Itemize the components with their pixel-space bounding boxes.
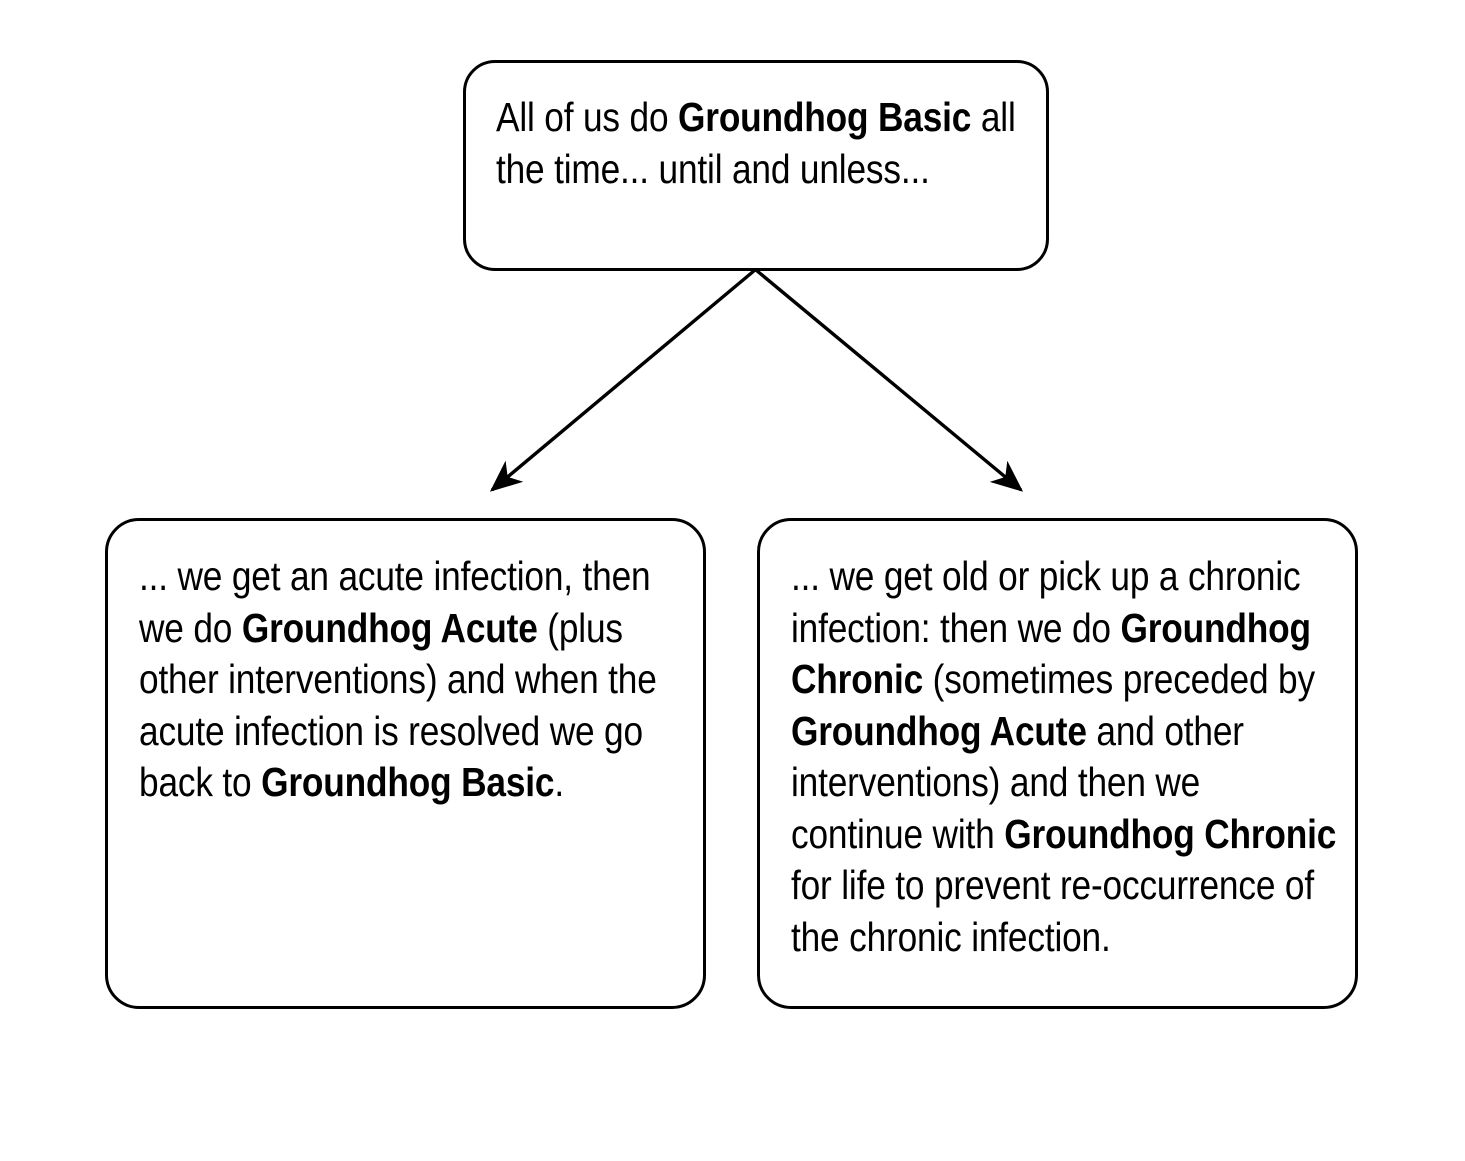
body-text-run: (sometimes preceded by [923,656,1325,702]
body-text-run: all the time... until and unless... [496,94,1026,192]
emphasis-term: Groundhog Acute [241,604,538,651]
emphasis-term: Groundhog Basic [261,759,555,805]
body-text-run: for life to prevent re-occurrence of the… [791,810,1346,960]
node-groundhog-acute-branch[interactable] [105,518,706,1009]
node-groundhog-chronic-branch[interactable] [757,518,1358,1009]
body-text-run: All of us do [496,94,679,140]
arrow-to-chronic [754,268,1024,492]
arrow-to-acute [489,268,757,492]
node-groundhog-basic-premise-text: All of us do Groundhog Basic all the tim… [496,92,1021,195]
body-text-run: (plus other interventions) and when the … [139,604,667,806]
emphasis-term: Groundhog Chronic [1004,810,1337,857]
body-text-run: ... we get an acute infection, then we d… [139,553,661,651]
body-text-run: ... we get old or pick up a chronic infe… [791,553,1311,651]
emphasis-term: Groundhog Basic [678,94,972,140]
node-groundhog-basic-premise[interactable] [463,60,1049,271]
node-groundhog-chronic-branch-text: ... we get old or pick up a chronic infe… [791,551,1341,963]
emphasis-term: Groundhog Chronic [791,604,1321,703]
body-text-run: . [554,759,564,805]
body-text-run: and other interventions) and then we con… [791,707,1254,857]
node-groundhog-acute-branch-text: ... we get an acute infection, then we d… [139,551,689,809]
emphasis-term: Groundhog Acute [791,707,1087,754]
